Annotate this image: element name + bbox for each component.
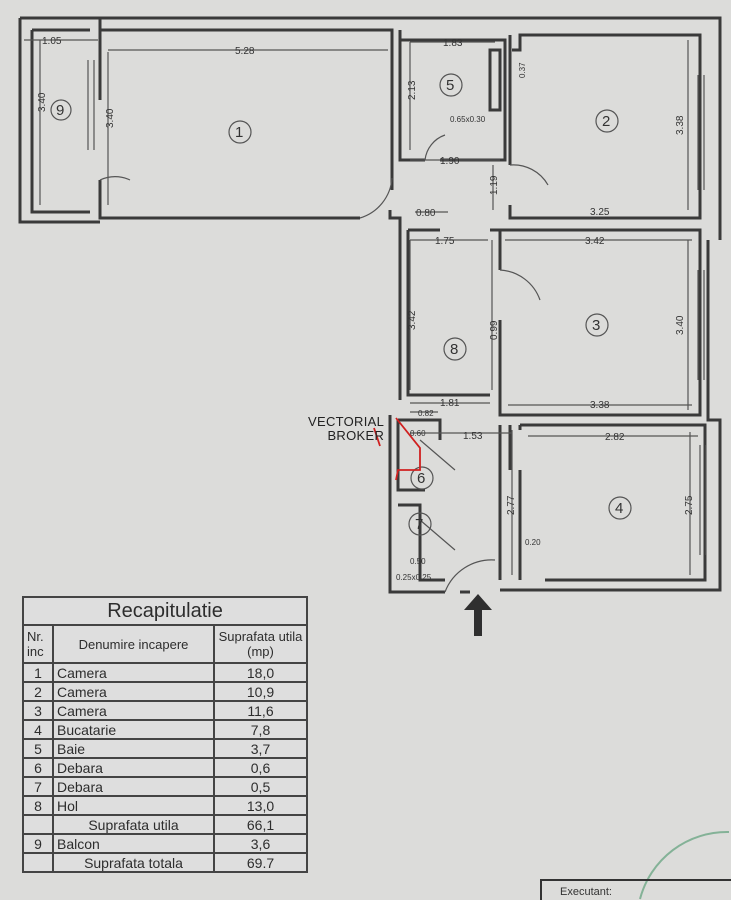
room-number: 4 bbox=[615, 500, 623, 517]
room-number: 5 bbox=[446, 77, 454, 94]
dim-label: 0.20 bbox=[525, 538, 541, 547]
dim-label: 3.25 bbox=[590, 207, 610, 218]
table-row: 9 Balcon 3,6 bbox=[22, 833, 308, 854]
dim-label: 3.40 bbox=[675, 315, 686, 335]
dim-label: 2.77 bbox=[506, 495, 517, 515]
dim-label: 0.65x0.30 bbox=[450, 115, 486, 124]
dim-label: 0.50 bbox=[410, 557, 426, 566]
row-name: Balcon bbox=[52, 833, 215, 854]
total-row: Suprafata totala 69.7 bbox=[22, 852, 308, 873]
row-area: 0,6 bbox=[213, 757, 308, 778]
header-nr: Nr. inc bbox=[22, 624, 54, 664]
dim-label: 2.82 bbox=[605, 432, 625, 443]
row-nr: 4 bbox=[22, 719, 54, 740]
total-value: 69.7 bbox=[213, 852, 308, 873]
row-area: 10,9 bbox=[213, 681, 308, 702]
dim-label: 5.28 bbox=[235, 46, 255, 57]
dim-label: 3.40 bbox=[37, 92, 48, 112]
watermark-line2: BROKER bbox=[327, 428, 385, 443]
dim-label: 0.99 bbox=[489, 320, 500, 340]
dim-label: 1.75 bbox=[435, 236, 455, 247]
room-labels: 9 1 2 3 4 5 6 7 8 bbox=[50, 73, 632, 536]
room-number: 7 bbox=[415, 516, 423, 533]
dim-label: 0.25x0.25 bbox=[396, 573, 432, 582]
room-number: 8 bbox=[450, 341, 458, 358]
dim-label: 1.90 bbox=[440, 156, 460, 167]
row-nr: 1 bbox=[22, 662, 54, 683]
dim-label: 2.13 bbox=[407, 80, 418, 100]
dim-label: 1.81 bbox=[440, 398, 460, 409]
row-area: 13,0 bbox=[213, 795, 308, 816]
watermark: VECTORIAL BROKER bbox=[308, 415, 384, 443]
watermark-line1: VECTORIAL bbox=[308, 414, 385, 429]
row-nr: 8 bbox=[22, 795, 54, 816]
dim-label: 3.38 bbox=[590, 400, 610, 411]
executant-box: Executant: bbox=[540, 879, 731, 900]
row-name: Bucatarie bbox=[52, 719, 215, 740]
row-name: Debara bbox=[52, 757, 215, 778]
table-title: Recapitulatie bbox=[22, 596, 308, 626]
row-name: Camera bbox=[52, 681, 215, 702]
dim-label: 3.40 bbox=[105, 108, 116, 128]
dim-label: 1.53 bbox=[463, 431, 483, 442]
dim-label: 1.83 bbox=[443, 38, 463, 49]
dim-label: 0.60 bbox=[410, 429, 426, 438]
entrance-arrow-icon bbox=[464, 594, 492, 636]
dim-label: 2.75 bbox=[684, 495, 695, 515]
dim-label: 0.80 bbox=[416, 208, 436, 219]
room-number: 9 bbox=[56, 102, 64, 119]
room-number: 3 bbox=[592, 317, 600, 334]
total-label: Suprafata totala bbox=[52, 852, 215, 873]
dim-label: 1.19 bbox=[489, 175, 500, 195]
subtotal-label: Suprafata utila bbox=[52, 814, 215, 835]
dim-label: 3.42 bbox=[407, 310, 418, 330]
row-area: 7,8 bbox=[213, 719, 308, 740]
room-number: 1 bbox=[235, 124, 243, 141]
dim-label: 0.82 bbox=[418, 409, 434, 418]
row-area: 0,5 bbox=[213, 776, 308, 797]
dim-label: 3.42 bbox=[585, 236, 605, 247]
row-nr: 7 bbox=[22, 776, 54, 797]
row-nr: 2 bbox=[22, 681, 54, 702]
subtotal-value: 66,1 bbox=[213, 814, 308, 835]
room-number: 2 bbox=[602, 113, 610, 130]
header-area: Suprafata utila (mp) bbox=[213, 624, 308, 664]
subtotal-row: Suprafata utila 66,1 bbox=[22, 814, 308, 835]
row-nr: 5 bbox=[22, 738, 54, 759]
row-nr: 3 bbox=[22, 700, 54, 721]
row-name: Camera bbox=[52, 700, 215, 721]
row-name: Hol bbox=[52, 795, 215, 816]
dim-label: 1.05 bbox=[42, 36, 62, 47]
header-name: Denumire incapere bbox=[52, 624, 215, 664]
empty-cell bbox=[22, 814, 54, 835]
row-area: 18,0 bbox=[213, 662, 308, 683]
dimension-lines bbox=[24, 39, 698, 575]
room-number: 6 bbox=[417, 470, 425, 487]
row-area: 3,6 bbox=[213, 833, 308, 854]
row-nr: 6 bbox=[22, 757, 54, 778]
stamp bbox=[639, 830, 730, 900]
executant-label: Executant: bbox=[560, 886, 612, 898]
table-header: Nr. inc Denumire incapere Suprafata util… bbox=[22, 624, 308, 664]
row-name: Camera bbox=[52, 662, 215, 683]
row-area: 3,7 bbox=[213, 738, 308, 759]
summary-table: Recapitulatie Nr. inc Denumire incapere … bbox=[22, 596, 308, 873]
row-name: Debara bbox=[52, 776, 215, 797]
dim-label: 0.37 bbox=[518, 62, 527, 78]
watermark-logo-icon bbox=[373, 417, 421, 481]
empty-cell bbox=[22, 852, 54, 873]
dimension-labels: 1.05 3.40 5.28 3.40 1.83 2.13 0.65x0.30 … bbox=[37, 36, 695, 582]
row-nr: 9 bbox=[22, 833, 54, 854]
row-area: 11,6 bbox=[213, 700, 308, 721]
dim-label: 3.38 bbox=[675, 115, 686, 135]
row-name: Baie bbox=[52, 738, 215, 759]
